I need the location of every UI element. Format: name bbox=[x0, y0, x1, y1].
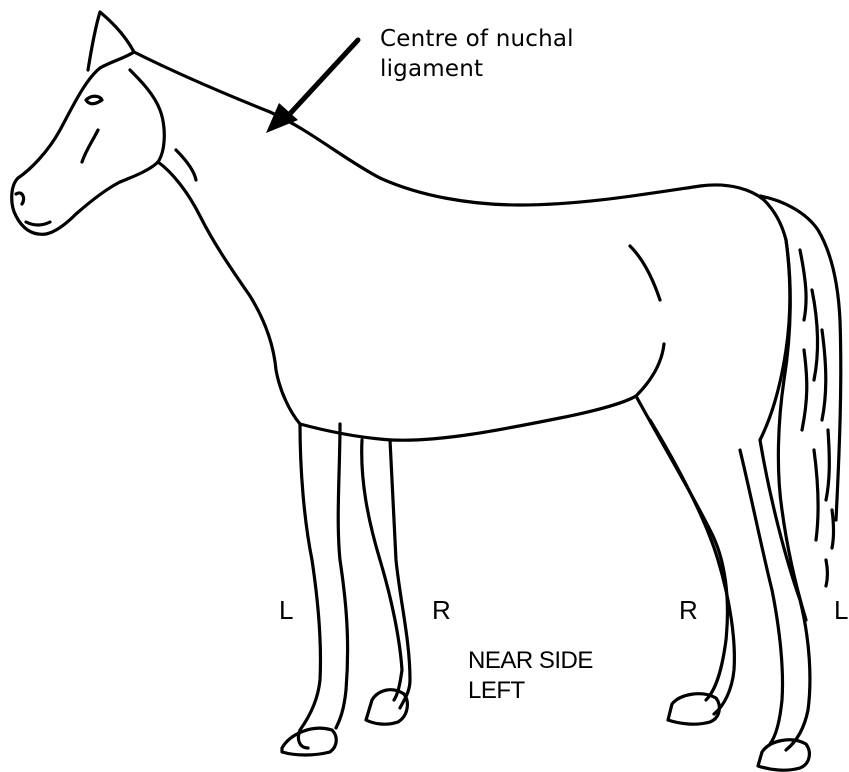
hindquarter bbox=[760, 240, 790, 440]
front-left-leg bbox=[298, 424, 320, 748]
eye bbox=[86, 96, 102, 104]
front-left-hoof bbox=[282, 728, 336, 755]
callout-line-1: Centre of nuchal bbox=[380, 24, 574, 54]
tail-strand-8 bbox=[826, 560, 828, 586]
hind-right-hoof bbox=[668, 694, 719, 724]
jaw bbox=[120, 70, 164, 182]
stifle bbox=[636, 344, 664, 396]
mouth bbox=[26, 222, 50, 225]
hind-left-leg bbox=[760, 440, 810, 750]
tail-strand-3 bbox=[822, 330, 826, 420]
tail-strand-4 bbox=[802, 350, 807, 430]
tail-strand-1 bbox=[800, 250, 806, 320]
view-caption-line-1: NEAR SIDE bbox=[468, 646, 593, 676]
front-right-leg-back bbox=[390, 440, 410, 708]
tail-strand-7 bbox=[832, 510, 834, 548]
callout-line-2: ligament bbox=[380, 54, 574, 84]
tail-strand-6 bbox=[814, 450, 818, 540]
neck-crease bbox=[176, 150, 196, 180]
head bbox=[12, 68, 120, 234]
view-caption-line-2: LEFT bbox=[468, 676, 593, 706]
callout-arrow bbox=[266, 40, 358, 133]
hind-right-leg-label: R bbox=[679, 595, 698, 626]
hip-line bbox=[630, 246, 660, 300]
hind-left-leg-label: L bbox=[834, 595, 848, 626]
nuchal-ligament-label: Centre of nuchal ligament bbox=[380, 24, 574, 84]
ear bbox=[88, 12, 134, 70]
tail-strand-5 bbox=[826, 430, 829, 500]
hind-left-leg-front bbox=[740, 450, 783, 744]
throat bbox=[158, 162, 300, 424]
front-right-leg-label: R bbox=[432, 595, 451, 626]
front-left-leg-label: L bbox=[279, 595, 293, 626]
cheek bbox=[82, 130, 98, 162]
rump bbox=[764, 200, 786, 240]
front-left-leg-back bbox=[336, 424, 348, 728]
hind-left-hoof bbox=[758, 740, 809, 770]
belly bbox=[300, 396, 636, 440]
view-caption: NEAR SIDE LEFT bbox=[468, 646, 593, 706]
tail-strand-2 bbox=[812, 290, 818, 380]
nostril bbox=[16, 193, 24, 204]
